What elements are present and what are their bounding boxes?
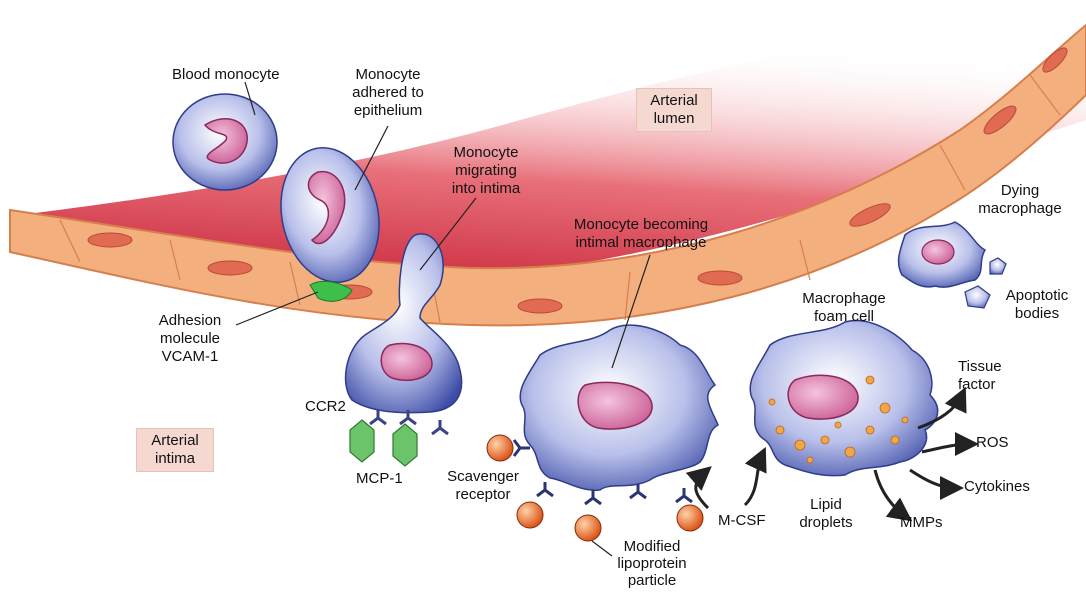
blood-monocyte-cell: [173, 94, 277, 190]
label-cytokines: Cytokines: [964, 478, 1030, 496]
label-mmps: MMPs: [900, 514, 943, 532]
label-ccr2: CCR2: [305, 398, 346, 416]
label-blood-monocyte: Blood monocyte: [172, 66, 280, 84]
intimal-macrophage-cell: [514, 325, 718, 504]
label-ros: ROS: [976, 434, 1009, 452]
label-mcp1: MCP-1: [356, 470, 403, 488]
label-m-csf: M-CSF: [718, 512, 766, 530]
macrophage-foam-cell: [750, 321, 937, 476]
mcp1-chemokines: [350, 420, 417, 466]
dying-macrophage-cell: [899, 222, 985, 287]
